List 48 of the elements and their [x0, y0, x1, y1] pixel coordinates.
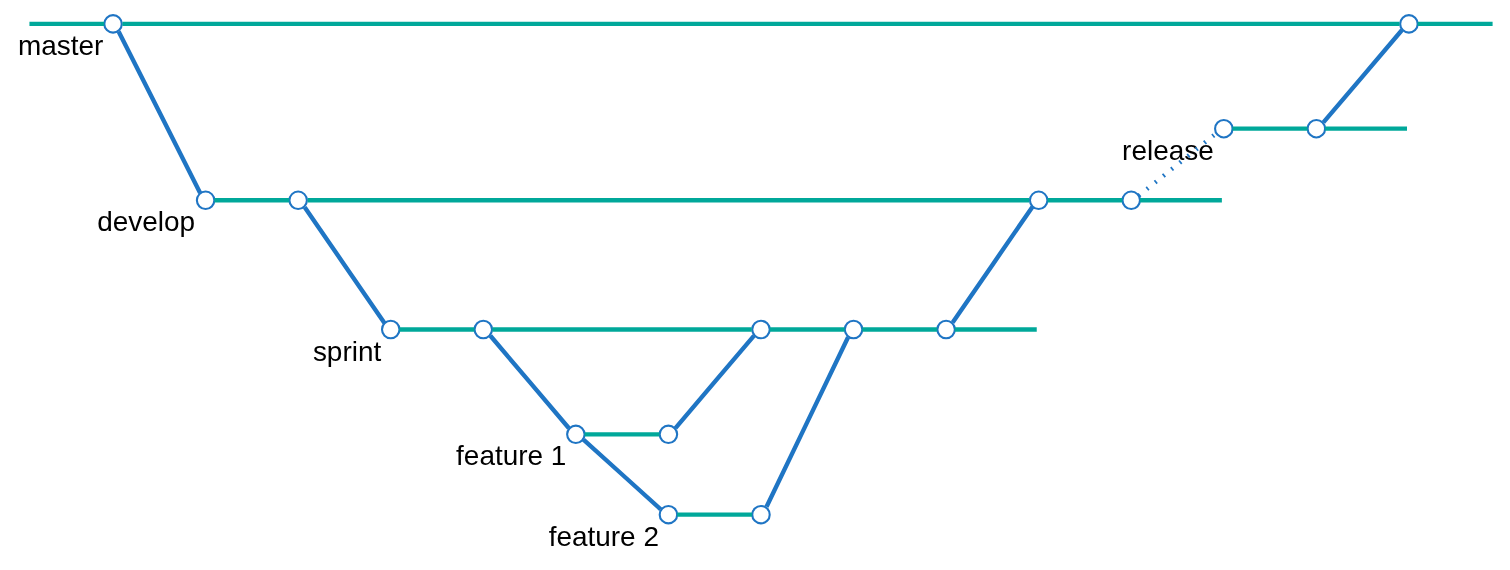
connector	[950, 205, 1034, 324]
node-circle	[102, 14, 123, 34]
connector	[1136, 131, 1217, 198]
connector	[769, 327, 845, 332]
node-circle	[1306, 118, 1326, 139]
node-circle	[1028, 190, 1048, 211]
node-label: master	[17, 29, 103, 61]
connector	[488, 334, 571, 430]
node-circle	[473, 319, 493, 340]
node-circle	[843, 319, 863, 340]
connector	[1417, 21, 1493, 27]
node-circle	[750, 319, 771, 340]
node-circle	[380, 319, 400, 340]
connector	[398, 327, 474, 332]
connector	[302, 206, 386, 325]
connector	[28, 21, 104, 27]
connector	[584, 432, 659, 437]
connector	[116, 30, 202, 194]
node-circle	[287, 190, 308, 211]
connector	[213, 198, 289, 203]
node-circle	[1213, 118, 1234, 139]
connector	[861, 327, 937, 332]
node-circle	[658, 504, 678, 525]
connector	[1046, 198, 1122, 203]
node-label: sprint	[312, 335, 381, 367]
node-label: feature 1	[455, 440, 566, 472]
connector	[673, 334, 756, 430]
node-label: develop	[96, 206, 195, 238]
connector	[581, 437, 662, 511]
connector	[307, 198, 1029, 203]
connector	[676, 512, 752, 517]
node-circle	[658, 424, 678, 445]
node-circle	[565, 424, 586, 445]
connector	[954, 327, 1037, 332]
connector	[121, 21, 1400, 27]
connector	[1232, 126, 1307, 131]
connector	[764, 336, 850, 508]
connector	[1321, 28, 1404, 124]
node-circle	[1120, 190, 1141, 211]
connector	[1324, 126, 1407, 131]
node-circle	[935, 319, 956, 340]
node-label: feature 2	[548, 520, 659, 552]
node-circle	[1398, 14, 1419, 34]
node-circle	[195, 190, 215, 211]
node-circle	[750, 504, 771, 525]
node-label: release	[1121, 134, 1214, 166]
connector	[1139, 198, 1222, 203]
connector	[491, 327, 752, 332]
